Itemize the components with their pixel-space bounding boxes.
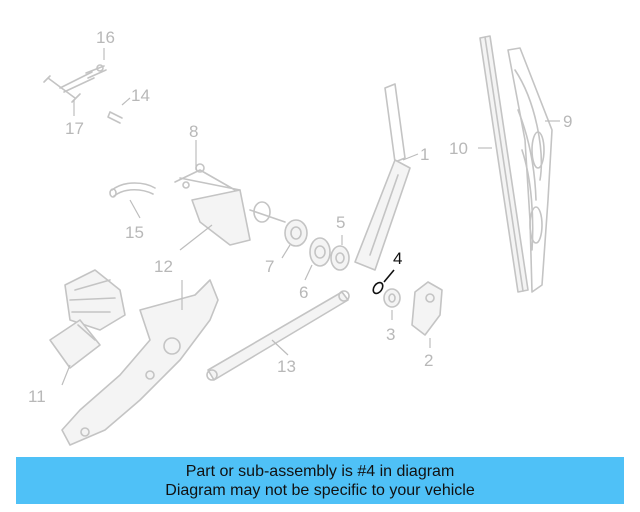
part-6-bushing bbox=[309, 237, 331, 267]
callout-3: 3 bbox=[386, 325, 395, 344]
part-2-cap bbox=[411, 281, 443, 336]
callout-8: 8 bbox=[189, 122, 198, 141]
callout-5: 5 bbox=[336, 213, 345, 232]
part-14-clip bbox=[107, 111, 123, 124]
callout-4: 4 bbox=[393, 249, 402, 268]
callout-12: 12 bbox=[154, 257, 173, 276]
part-5-nut bbox=[330, 245, 350, 271]
part-13-link bbox=[206, 290, 350, 381]
callout-1: 1 bbox=[420, 145, 429, 164]
part-10-wiper-blade bbox=[479, 35, 529, 293]
part-4-clip bbox=[372, 269, 395, 295]
callout-2: 2 bbox=[424, 351, 433, 370]
part-9-blade-frame bbox=[507, 47, 553, 293]
part-8-pivot bbox=[174, 163, 286, 246]
callout-10: 10 bbox=[449, 139, 468, 158]
part-11-motor bbox=[49, 269, 126, 369]
part-17-fitting bbox=[43, 71, 95, 103]
callout-14: 14 bbox=[131, 86, 150, 105]
callout-9: 9 bbox=[563, 112, 572, 131]
part-3-nut bbox=[383, 288, 401, 308]
callout-15: 15 bbox=[125, 223, 144, 242]
info-banner: Part or sub-assembly is #4 in diagram Di… bbox=[16, 457, 624, 504]
part-7-grommet bbox=[284, 219, 308, 247]
banner-line-2: Diagram may not be specific to your vehi… bbox=[165, 482, 475, 499]
part-15-hose bbox=[109, 182, 156, 198]
part-1-wiper-arm bbox=[354, 83, 411, 271]
part-12-bracket bbox=[61, 279, 219, 446]
callout-7: 7 bbox=[265, 257, 274, 276]
callout-16: 16 bbox=[96, 28, 115, 47]
diagram-canvas: 1 2 3 4 5 6 7 8 9 10 11 12 13 14 15 16 1… bbox=[28, 28, 572, 446]
callout-6: 6 bbox=[299, 283, 308, 302]
part-16-pin bbox=[85, 64, 107, 79]
callout-13: 13 bbox=[277, 357, 296, 376]
leader-lines bbox=[61, 48, 560, 386]
callout-11: 11 bbox=[28, 387, 46, 406]
callout-17: 17 bbox=[65, 119, 84, 138]
banner-line-1: Part or sub-assembly is #4 in diagram bbox=[185, 463, 455, 480]
